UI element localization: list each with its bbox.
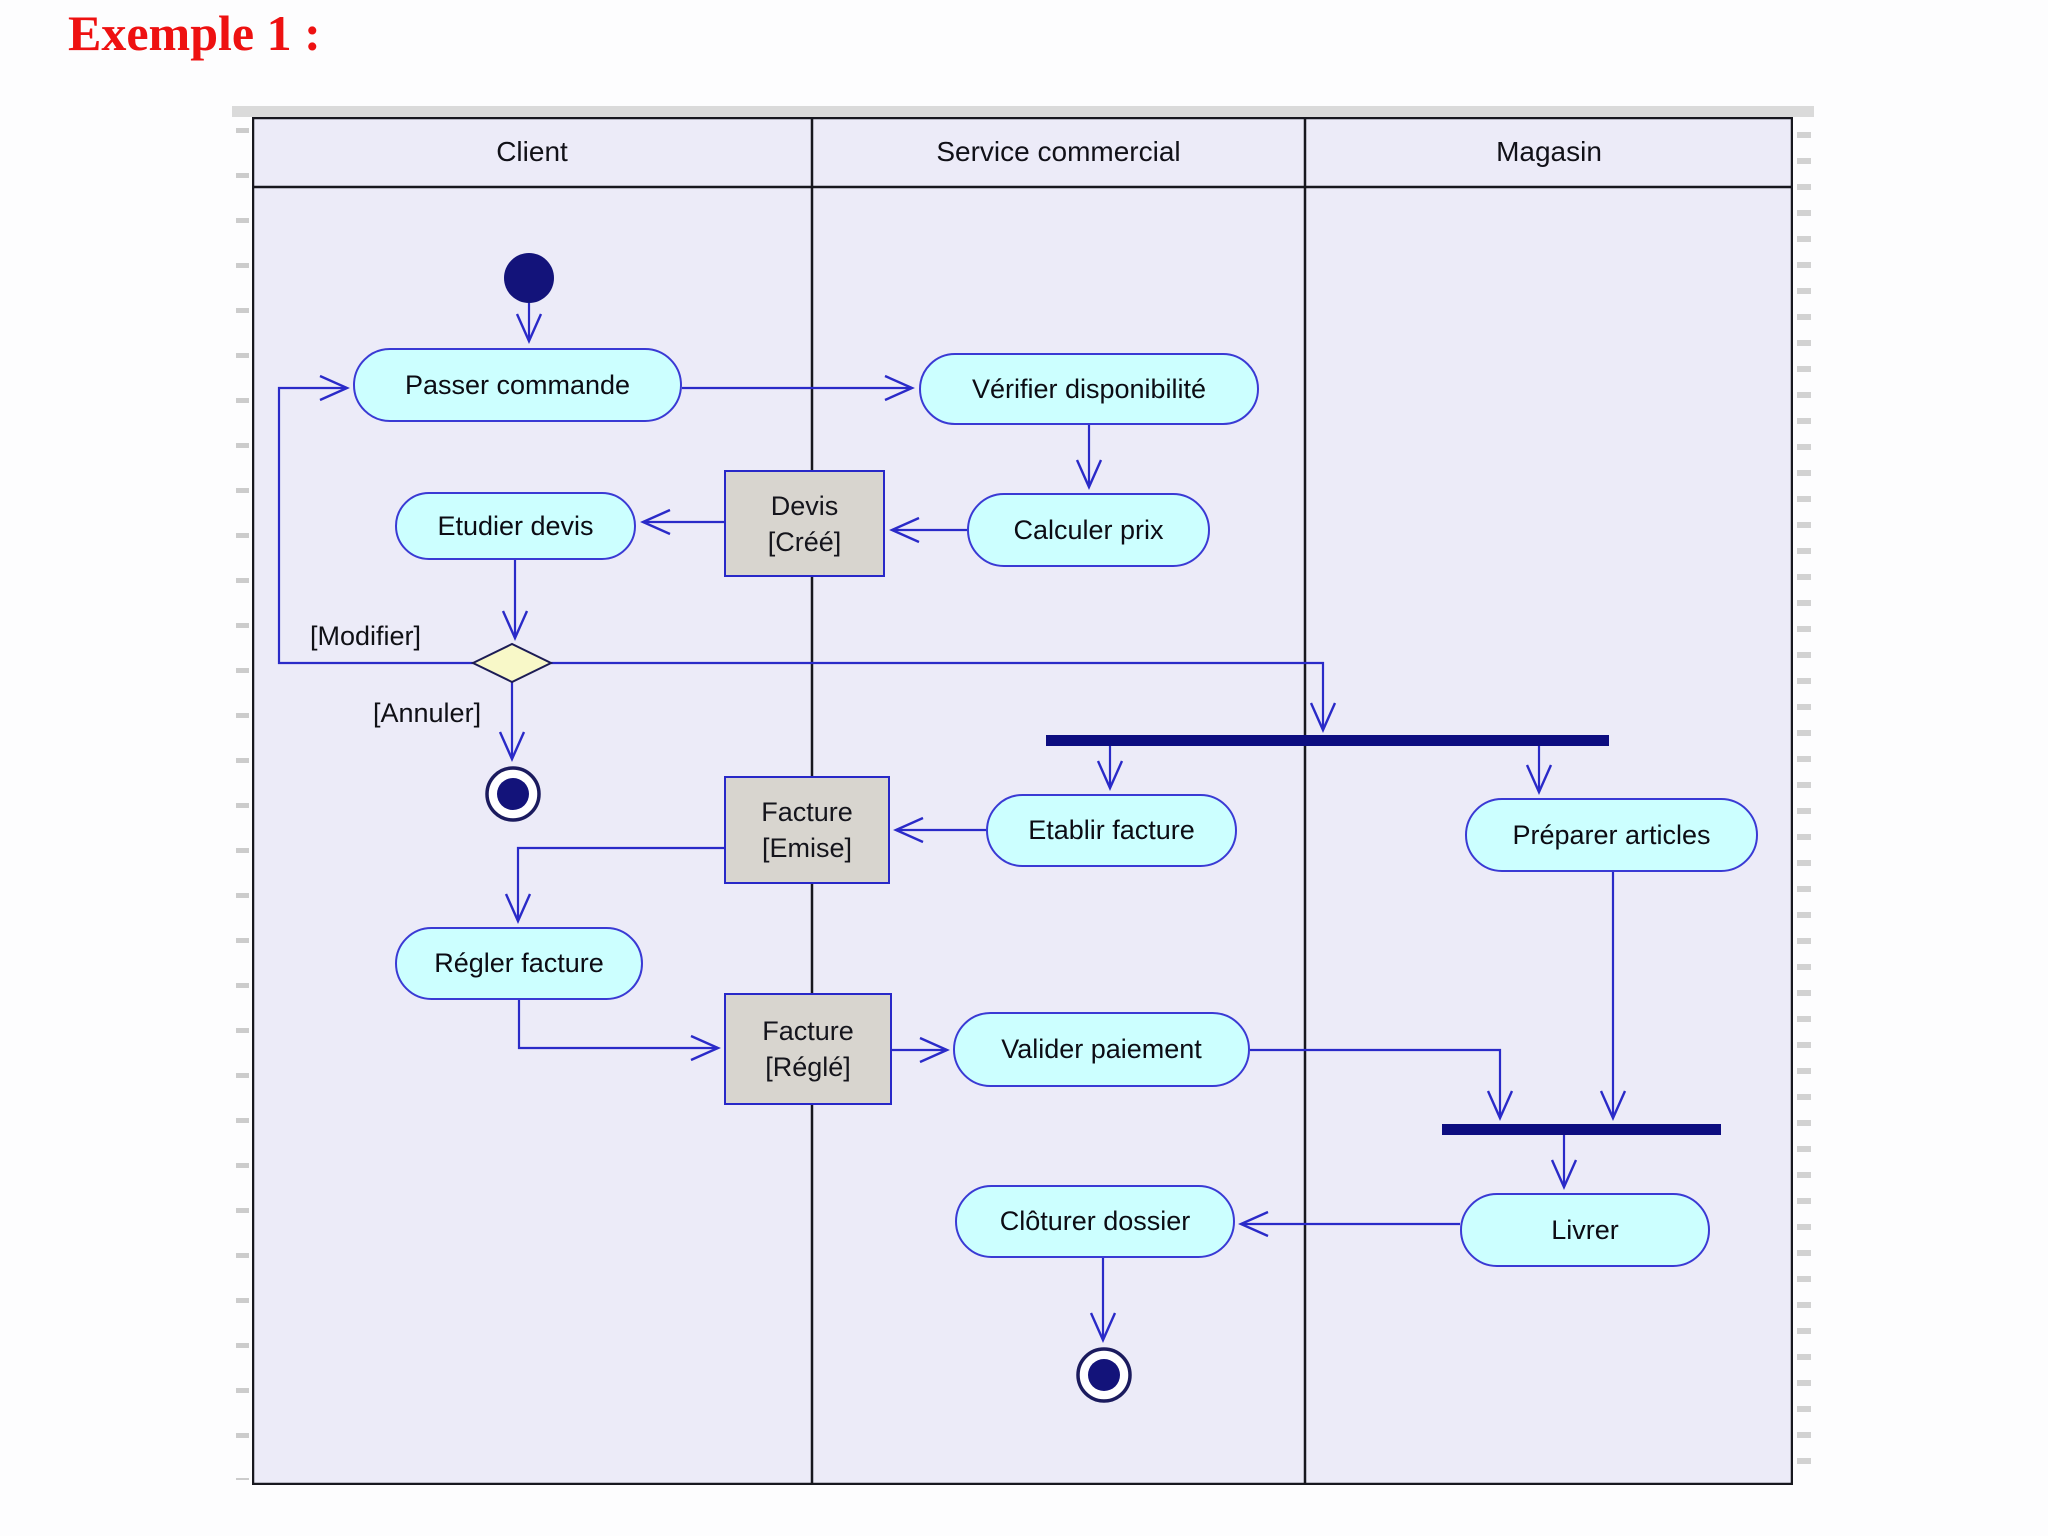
object-name: Facture (762, 1016, 854, 1046)
object-state: [Créé] (767, 526, 842, 557)
activity-calculer-prix: Calculer prix (967, 493, 1210, 567)
activity-regler-facture: Régler facture (395, 927, 643, 1000)
lane-header-service-commercial: Service commercial (936, 136, 1181, 167)
final-node-client (485, 766, 541, 822)
object-devis-cree: Devis [Créé] (724, 470, 885, 577)
object-state: [Réglé] (765, 1052, 851, 1082)
final-node-service (1076, 1347, 1132, 1403)
scan-edge-right-dashes (1797, 132, 1811, 1484)
scan-edge-top-strip (232, 106, 1814, 117)
lane-header-magasin: Magasin (1496, 136, 1602, 167)
decision-diamond (470, 642, 554, 684)
activity-diagram: Client Service commercial Magasin Passer… (252, 117, 1793, 1485)
edge-valider-paiement-to-join (1250, 1048, 1514, 1121)
edge-modifier-loop-to-passer-commande (277, 374, 473, 665)
activity-etablir-facture: Etablir facture (986, 794, 1237, 867)
activity-passer-commande: Passer commande (353, 348, 682, 422)
activity-livrer: Livrer (1460, 1193, 1710, 1267)
object-state: [Emise] (761, 833, 853, 863)
activity-etudier-devis: Etudier devis (395, 492, 636, 560)
lane-header-client: Client (496, 136, 568, 167)
activity-preparer-articles: Préparer articles (1465, 798, 1758, 872)
page-title: Exemple 1 : (68, 5, 321, 61)
object-facture-regle: Facture [Réglé] (724, 993, 892, 1105)
activity-valider-paiement: Valider paiement (953, 1012, 1250, 1087)
join-bar (1442, 1124, 1721, 1135)
object-name: Devis (770, 490, 839, 521)
guard-modifier: [Modifier] (310, 621, 422, 651)
fork-bar (1046, 735, 1609, 746)
guard-annuler: [Annuler] (373, 698, 482, 728)
edge-facture-emise-to-regler-facture (504, 846, 724, 924)
activity-cloturer-dossier: Clôturer dossier (955, 1185, 1235, 1258)
object-facture-emise: Facture [Emise] (724, 776, 890, 884)
activity-verifier-disponibilite: Vérifier disponibilité (919, 353, 1259, 425)
edge-regler-facture-to-facture-regle (517, 1000, 721, 1062)
diagram-frame (252, 117, 1793, 1485)
object-name: Facture (761, 797, 853, 827)
scan-edge-left-dashes (236, 128, 249, 1480)
start-node (504, 253, 554, 303)
diagram-drawing-layer (252, 117, 1793, 1485)
edge-decision-to-fork (551, 661, 1337, 733)
